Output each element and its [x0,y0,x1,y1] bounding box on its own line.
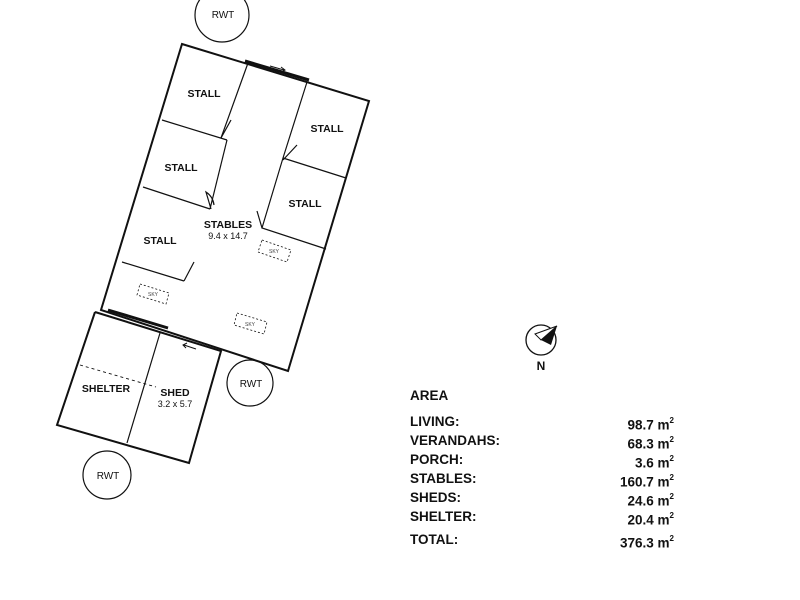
area-row-value: 24.6 m2 [627,492,674,509]
area-row-value: 20.4 m2 [627,511,674,528]
area-total-value: 376.3 m2 [619,534,674,551]
area-row-value: 160.7 m2 [619,473,674,490]
area-title: AREA [410,388,449,403]
shed-outline [55,311,223,465]
rwt-tank [194,0,250,43]
stall-label: STALL [187,88,221,100]
stall-label: STALL [288,198,322,210]
area-row-label: SHELTER: [410,509,477,524]
rwt-label: RWT [212,10,235,21]
stables-dims: 9.4 x 14.7 [208,231,248,241]
right-stall-wall [261,81,327,250]
area-row-label: LIVING: [410,414,460,429]
area-rows: LIVING: 98.7 m2 VERANDAHS: 68.3 m2 PORCH: 3.6… [410,412,674,528]
stables-label: STABLES [204,219,252,231]
rwt-label: RWT [97,471,120,482]
skylight [233,312,268,335]
stall-label: STALL [310,123,344,135]
left-stall-wall [220,62,249,139]
area-row: PORCH: 3.6 m2 [410,450,674,471]
area-row-value: 68.3 m2 [627,435,674,452]
stall-divider [142,186,211,210]
skylight-label: SKY [269,249,280,255]
area-total-label: TOTAL: [410,532,459,547]
area-row: VERANDAHS: 68.3 m2 [410,431,674,452]
area-row: SHELTER: 20.4 m2 [410,507,674,528]
area-row: LIVING: 98.7 m2 [410,412,674,433]
shelter-label: SHELTER [82,383,131,395]
rwt-label: RWT [240,379,263,390]
arrow-icon [269,65,286,73]
area-row-label: SHEDS: [410,490,462,505]
arrow-icon [182,342,197,350]
stall-label: STALL [164,162,198,174]
skylight [257,239,292,263]
skylight [136,283,170,305]
stables-outline [99,42,371,373]
shed-label: SHED [160,387,190,399]
stall-wall [209,139,228,210]
stall-divider [282,157,347,179]
window [107,308,169,330]
skylight-label: SKY [148,292,159,298]
area-row-value: 3.6 m2 [634,454,674,471]
area-row-label: PORCH: [410,452,464,467]
area-row: STABLES: 160.7 m2 [410,469,674,490]
rwt-tank [82,450,132,500]
stall-divider [161,119,228,141]
area-row-label: STABLES: [410,471,477,486]
shed-divider [126,332,161,444]
stall-divider [121,261,185,282]
skylight-label: SKY [245,322,256,328]
north-label: N [537,359,546,373]
area-row-value: 98.7 m2 [627,416,674,433]
shed-dims: 3.2 x 5.7 [158,399,193,409]
area-row: SHEDS: 24.6 m2 [410,488,674,509]
rwt-tank [226,359,274,407]
stall-label: STALL [143,235,177,247]
shelter-dashed-line [79,364,157,388]
north-arrow-icon [525,324,558,356]
area-row-label: VERANDAHS: [410,433,501,448]
area-total-row: TOTAL: 376.3 m2 [410,530,674,551]
window [244,59,310,82]
shelter-open-edge [56,424,190,464]
